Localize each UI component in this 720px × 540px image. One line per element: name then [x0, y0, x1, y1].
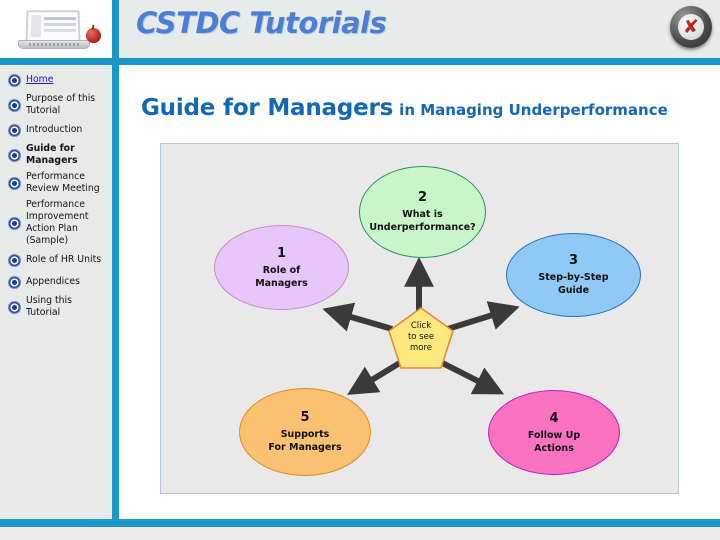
sidebar-item-label: Performance Review Meeting	[26, 171, 100, 194]
arrow-to-node-3	[446, 301, 520, 332]
node-line-2: Actions	[534, 442, 574, 454]
node-number: 4	[549, 410, 559, 426]
bullet-icon	[8, 148, 21, 162]
page-title-sub: in Managing Underperformance	[399, 101, 668, 119]
center-line-2: to see	[407, 332, 435, 342]
header-title-cell: CSTDC Tutorials	[118, 0, 720, 58]
sidebar-item-label: Performance Improvement Action Plan (Sam…	[26, 199, 89, 246]
header-divider	[0, 58, 720, 65]
apple-icon	[86, 28, 101, 43]
diagram-center-click-to-see-more[interactable]: Click to see more	[388, 307, 454, 370]
diagram-node-4-follow-up-actions[interactable]: 4 Follow Up Actions	[488, 390, 620, 475]
sidebar-item-label: Using this Tutorial	[26, 295, 72, 318]
bullet-icon	[8, 176, 21, 190]
close-x-icon: ✘	[678, 14, 704, 40]
node-line-2: Managers	[255, 277, 308, 289]
sidebar-item-label: Purpose of this Tutorial	[26, 93, 96, 116]
bullet-icon	[8, 216, 21, 230]
node-number: 2	[417, 190, 428, 205]
brand-title: CSTDC Tutorials	[136, 6, 387, 40]
sidebar-item-performance-review-meeting[interactable]: Performance Review Meeting	[0, 169, 112, 197]
node-line-1: Supports	[280, 429, 330, 440]
center-line-1: Click	[410, 321, 432, 331]
bullet-icon	[8, 275, 21, 289]
node-line-2: Underperformance?	[369, 222, 476, 233]
footer-divider	[0, 519, 720, 527]
diagram-node-2-what-is-underperformance[interactable]: 2 What is Underperformance?	[359, 166, 486, 258]
node-line-2: Guide	[557, 285, 590, 296]
center-line-3: more	[409, 343, 433, 353]
page-title: Guide for Managers in Managing Underperfo…	[141, 95, 668, 121]
sidebar-divider	[112, 0, 119, 520]
sidebar-item-label: Role of HR Units	[26, 254, 102, 265]
main-content: Guide for Managers in Managing Underperfo…	[119, 65, 720, 519]
node-line-1: What is	[402, 209, 443, 220]
sidebar-item-label: Introduction	[26, 124, 83, 135]
laptop-screen-icon	[25, 10, 81, 41]
laptop-apple-logo-icon	[14, 8, 106, 52]
center-label: Click to see more	[388, 321, 454, 354]
bullet-icon	[8, 123, 21, 137]
sidebar-item-label: Appendices	[26, 276, 80, 287]
sidebar-item-purpose-of-this-tutorial[interactable]: Purpose of this Tutorial	[0, 91, 112, 119]
header-bar: CSTDC Tutorials	[0, 0, 720, 58]
page-title-main: Guide for Managers	[141, 95, 394, 121]
arrow-to-node-1	[322, 302, 393, 332]
diagram-arrows	[322, 256, 520, 395]
sidebar-item-label: Guide for Managers	[26, 143, 78, 166]
diagram-node-3-step-by-step-guide[interactable]: 3 Step-by-Step Guide	[506, 233, 641, 317]
laptop-base-icon	[18, 40, 90, 49]
node-number: 3	[568, 253, 579, 268]
close-button[interactable]: ✘	[670, 6, 712, 48]
sidebar-item-appendices[interactable]: Appendices	[0, 271, 112, 293]
header-logo-cell	[0, 0, 112, 58]
node-line-1: Role of	[262, 264, 301, 276]
sidebar-item-label: Home	[26, 74, 54, 85]
node-number: 5	[300, 410, 310, 425]
bullet-icon	[8, 253, 21, 267]
node-line-2: For Managers	[268, 442, 342, 453]
diagram-node-1-role-of-managers[interactable]: 1 Role of Managers	[214, 225, 349, 310]
bullet-icon	[8, 300, 21, 314]
node-line-1: Step-by-Step	[538, 272, 609, 283]
footer-strip	[0, 527, 720, 540]
sidebar-item-using-this-tutorial[interactable]: Using this Tutorial	[0, 293, 112, 321]
node-number: 1	[276, 245, 287, 261]
node-line-1: Follow Up	[527, 429, 581, 441]
diagram-canvas: 1 Role of Managers 2 What is Underperfor…	[160, 143, 679, 494]
arrow-to-node-4	[440, 360, 505, 395]
sidebar-item-introduction[interactable]: Introduction	[0, 119, 112, 141]
sidebar-item-guide-for-managers[interactable]: Guide for Managers	[0, 141, 112, 169]
bullet-icon	[8, 73, 21, 87]
sidebar-nav: Home Purpose of this Tutorial Introducti…	[0, 65, 112, 519]
sidebar-item-home[interactable]: Home	[0, 69, 112, 91]
diagram-node-5-supports-for-managers[interactable]: 5 Supports For Managers	[239, 388, 371, 476]
pentagon-shape-icon	[388, 307, 454, 369]
sidebar-item-role-of-hr-units[interactable]: Role of HR Units	[0, 249, 112, 271]
sidebar-item-performance-improvement-action-plan[interactable]: Performance Improvement Action Plan (Sam…	[0, 197, 112, 249]
bullet-icon	[8, 98, 21, 112]
arrow-to-node-5	[347, 360, 402, 395]
